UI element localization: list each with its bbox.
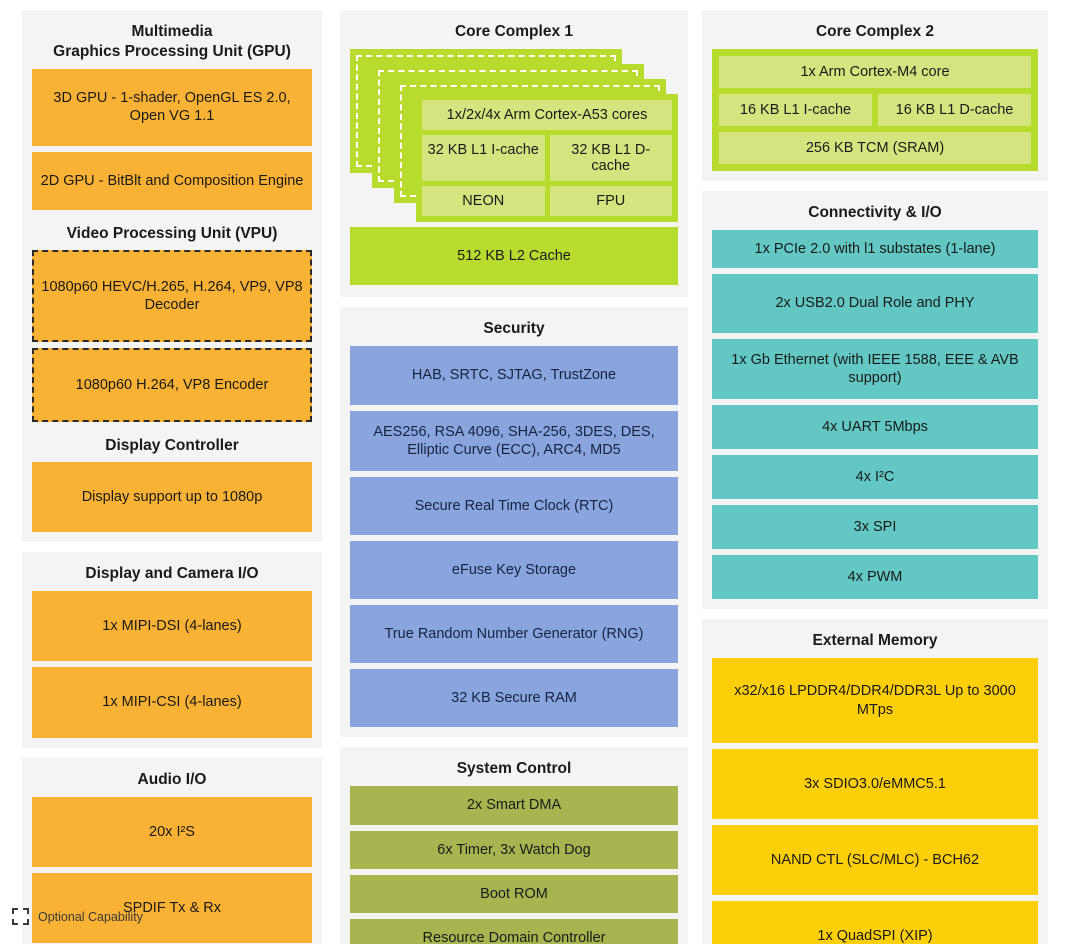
block-lpddr4[interactable]: x32/x16 LPDDR4/DDR4/DDR3L Up to 3000 MTp…	[712, 658, 1038, 743]
cc2-row-core: 1x Arm Cortex-M4 core	[719, 56, 1031, 89]
multimedia-panel: Multimedia Graphics Processing Unit (GPU…	[22, 10, 322, 543]
multimedia-title: Multimedia Graphics Processing Unit (GPU…	[32, 18, 312, 69]
block-spi[interactable]: 3x SPI	[712, 505, 1038, 550]
block-sdio-emmc[interactable]: 3x SDIO3.0/eMMC5.1	[712, 748, 1038, 819]
cell-m4-l1-icache[interactable]: 16 KB L1 I-cache	[719, 94, 872, 127]
block-2d-gpu[interactable]: 2D GPU - BitBlt and Composition Engine	[32, 151, 312, 210]
block-resource-domain-controller[interactable]: Resource Domain Controller	[350, 918, 678, 944]
block-boot-rom[interactable]: Boot ROM	[350, 874, 678, 913]
block-pcie[interactable]: 1x PCIe 2.0 with l1 substates (1-lane)	[712, 230, 1038, 269]
core-complex-1-stack: 1x/2x/4x Arm Cortex-A53 cores 32 KB L1 I…	[350, 49, 678, 223]
cell-l1-dcache[interactable]: 32 KB L1 D-cache	[549, 135, 672, 182]
cell-fpu[interactable]: FPU	[549, 186, 672, 217]
core-complex-2-card: 1x Arm Cortex-M4 core 16 KB L1 I-cache 1…	[712, 49, 1038, 172]
right-column: Core Complex 2 1x Arm Cortex-M4 core 16 …	[702, 10, 1048, 944]
cell-tcm-sram[interactable]: 256 KB TCM (SRAM)	[719, 132, 1031, 165]
block-uart[interactable]: 4x UART 5Mbps	[712, 404, 1038, 449]
core-row-cores: 1x/2x/4x Arm Cortex-A53 cores	[422, 100, 672, 131]
cell-m4-core[interactable]: 1x Arm Cortex-M4 core	[719, 56, 1031, 89]
block-pwm[interactable]: 4x PWM	[712, 555, 1038, 600]
core-complex-1-title: Core Complex 1	[454, 23, 573, 40]
block-display-support[interactable]: Display support up to 1080p	[32, 462, 312, 533]
cell-l1-icache[interactable]: 32 KB L1 I-cache	[422, 135, 545, 182]
display-camera-io-panel: Display and Camera I/O 1x MIPI-DSI (4-la…	[22, 552, 322, 748]
core-card-front: 1x/2x/4x Arm Cortex-A53 cores 32 KB L1 I…	[416, 94, 678, 223]
system-control-title: System Control	[456, 760, 572, 778]
block-efuse-key-storage[interactable]: eFuse Key Storage	[350, 540, 678, 600]
block-mipi-csi[interactable]: 1x MIPI-CSI (4-lanes)	[32, 667, 312, 738]
cell-a53-cores[interactable]: 1x/2x/4x Arm Cortex-A53 cores	[422, 100, 672, 131]
core-complex-2-title: Core Complex 2	[815, 23, 934, 40]
display-camera-io-title: Display and Camera I/O	[85, 565, 259, 583]
audio-io-title: Audio I/O	[137, 770, 207, 788]
legend-label: Optional Capability	[38, 909, 143, 924]
block-crypto[interactable]: AES256, RSA 4096, SHA-256, 3DES, DES, El…	[350, 410, 678, 471]
block-rng[interactable]: True Random Number Generator (RNG)	[350, 605, 678, 664]
block-l2-cache[interactable]: 512 KB L2 Cache	[350, 227, 678, 286]
cc2-row-tcm: 256 KB TCM (SRAM)	[719, 132, 1031, 165]
block-quadspi[interactable]: 1x QuadSPI (XIP)	[712, 900, 1038, 944]
cc2-row-l1: 16 KB L1 I-cache 16 KB L1 D-cache	[719, 94, 1031, 127]
multimedia-title-line2: Graphics Processing Unit (GPU)	[53, 43, 291, 61]
core-complex-2-panel: Core Complex 2 1x Arm Cortex-M4 core 16 …	[702, 10, 1048, 182]
external-memory-title: External Memory	[812, 632, 938, 650]
external-memory-panel: External Memory x32/x16 LPDDR4/DDR4/DDR3…	[702, 619, 1048, 944]
block-nand-ctl[interactable]: NAND CTL (SLC/MLC) - BCH62	[712, 824, 1038, 895]
core-complex-1-panel: Core Complex 1 1x/2x/4x Arm Cortex-A53 c…	[340, 10, 688, 298]
system-control-panel: System Control 2x Smart DMA 6x Timer, 3x…	[340, 747, 688, 944]
block-3d-gpu[interactable]: 3D GPU - 1-shader, OpenGL ES 2.0, Open V…	[32, 69, 312, 146]
security-panel: Security HAB, SRTC, SJTAG, TrustZone AES…	[340, 307, 688, 738]
block-video-encoder[interactable]: 1080p60 H.264, VP8 Encoder	[32, 347, 312, 423]
cell-neon[interactable]: NEON	[422, 186, 545, 217]
block-gb-ethernet[interactable]: 1x Gb Ethernet (with IEEE 1588, EEE & AV…	[712, 338, 1038, 399]
block-timer-watchdog[interactable]: 6x Timer, 3x Watch Dog	[350, 830, 678, 869]
block-spdif[interactable]: SPDIF Tx & Rx	[32, 872, 312, 943]
block-smart-dma[interactable]: 2x Smart DMA	[350, 786, 678, 825]
block-mipi-dsi[interactable]: 1x MIPI-DSI (4-lanes)	[32, 591, 312, 662]
block-secure-rtc[interactable]: Secure Real Time Clock (RTC)	[350, 476, 678, 535]
multimedia-title-line1: Multimedia	[131, 23, 213, 40]
block-video-decoder[interactable]: 1080p60 HEVC/H.265, H.264, VP9, VP8 Deco…	[32, 249, 312, 342]
block-i2c[interactable]: 4x I²C	[712, 454, 1038, 500]
legend: Optional Capability	[12, 908, 143, 925]
core-row-l1: 32 KB L1 I-cache 32 KB L1 D-cache	[422, 135, 672, 182]
core-row-neon-fpu: NEON FPU	[422, 186, 672, 217]
left-column: Multimedia Graphics Processing Unit (GPU…	[22, 10, 322, 944]
block-secure-ram[interactable]: 32 KB Secure RAM	[350, 669, 678, 728]
cell-m4-l1-dcache[interactable]: 16 KB L1 D-cache	[878, 94, 1031, 127]
block-i2s[interactable]: 20x I²S	[32, 796, 312, 867]
dashed-square-icon	[12, 908, 29, 925]
block-hab-srtc[interactable]: HAB, SRTC, SJTAG, TrustZone	[350, 346, 678, 405]
vpu-title: Video Processing Unit (VPU)	[66, 224, 278, 242]
connectivity-title: Connectivity & I/O	[808, 204, 942, 222]
display-controller-title: Display Controller	[105, 437, 239, 455]
audio-io-panel: Audio I/O 20x I²S SPDIF Tx & Rx DSD512 8…	[22, 757, 322, 944]
connectivity-panel: Connectivity & I/O 1x PCIe 2.0 with l1 s…	[702, 191, 1048, 610]
middle-column: Core Complex 1 1x/2x/4x Arm Cortex-A53 c…	[340, 10, 688, 944]
security-title: Security	[483, 320, 545, 338]
block-usb2[interactable]: 2x USB2.0 Dual Role and PHY	[712, 274, 1038, 333]
